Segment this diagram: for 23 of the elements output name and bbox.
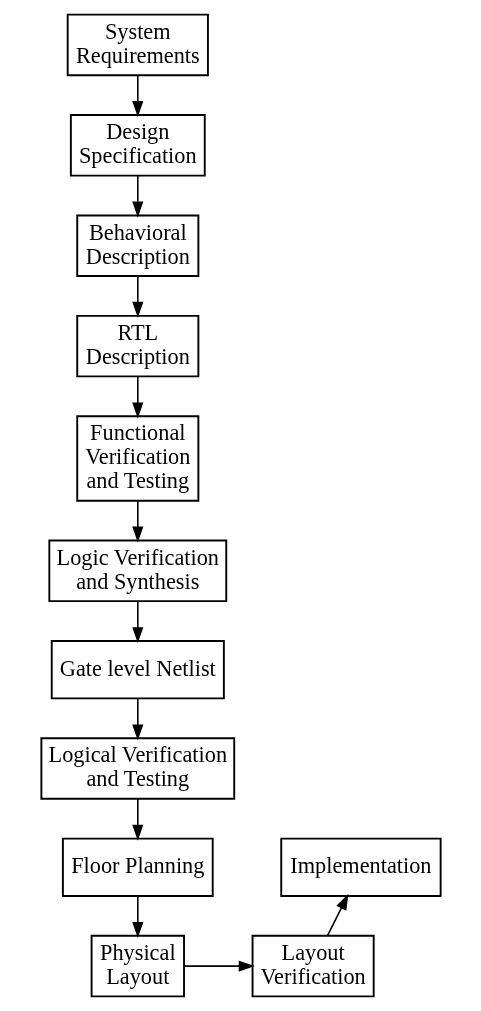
arrow bbox=[131, 74, 143, 117]
arrow bbox=[131, 697, 143, 741]
node-box: Gate level Netlist bbox=[50, 640, 225, 700]
arrow bbox=[131, 275, 143, 318]
arrow bbox=[131, 499, 143, 543]
arrow bbox=[131, 175, 143, 218]
node-box: Logic Verification and Synthesis bbox=[47, 539, 227, 603]
node-box: Physical Layout bbox=[90, 934, 185, 998]
node-box: Design Specification bbox=[69, 114, 206, 177]
node-box: RTL Description bbox=[75, 314, 199, 378]
node-box: Logical Verification and Testing bbox=[39, 737, 235, 800]
arrow bbox=[131, 797, 143, 841]
arrow bbox=[183, 960, 255, 972]
arrow bbox=[326, 893, 348, 937]
node-box: Layout Verification bbox=[251, 934, 375, 998]
arrow bbox=[131, 600, 143, 644]
node-box: Functional Verification and Testing bbox=[75, 415, 199, 502]
node-box: System Requirements bbox=[66, 13, 209, 77]
node-box: Floor Planning bbox=[61, 837, 214, 897]
node-box: Behavioral Description bbox=[75, 214, 199, 277]
node-box: Implementation bbox=[279, 837, 442, 897]
arrow bbox=[131, 895, 143, 939]
arrow bbox=[131, 376, 143, 419]
